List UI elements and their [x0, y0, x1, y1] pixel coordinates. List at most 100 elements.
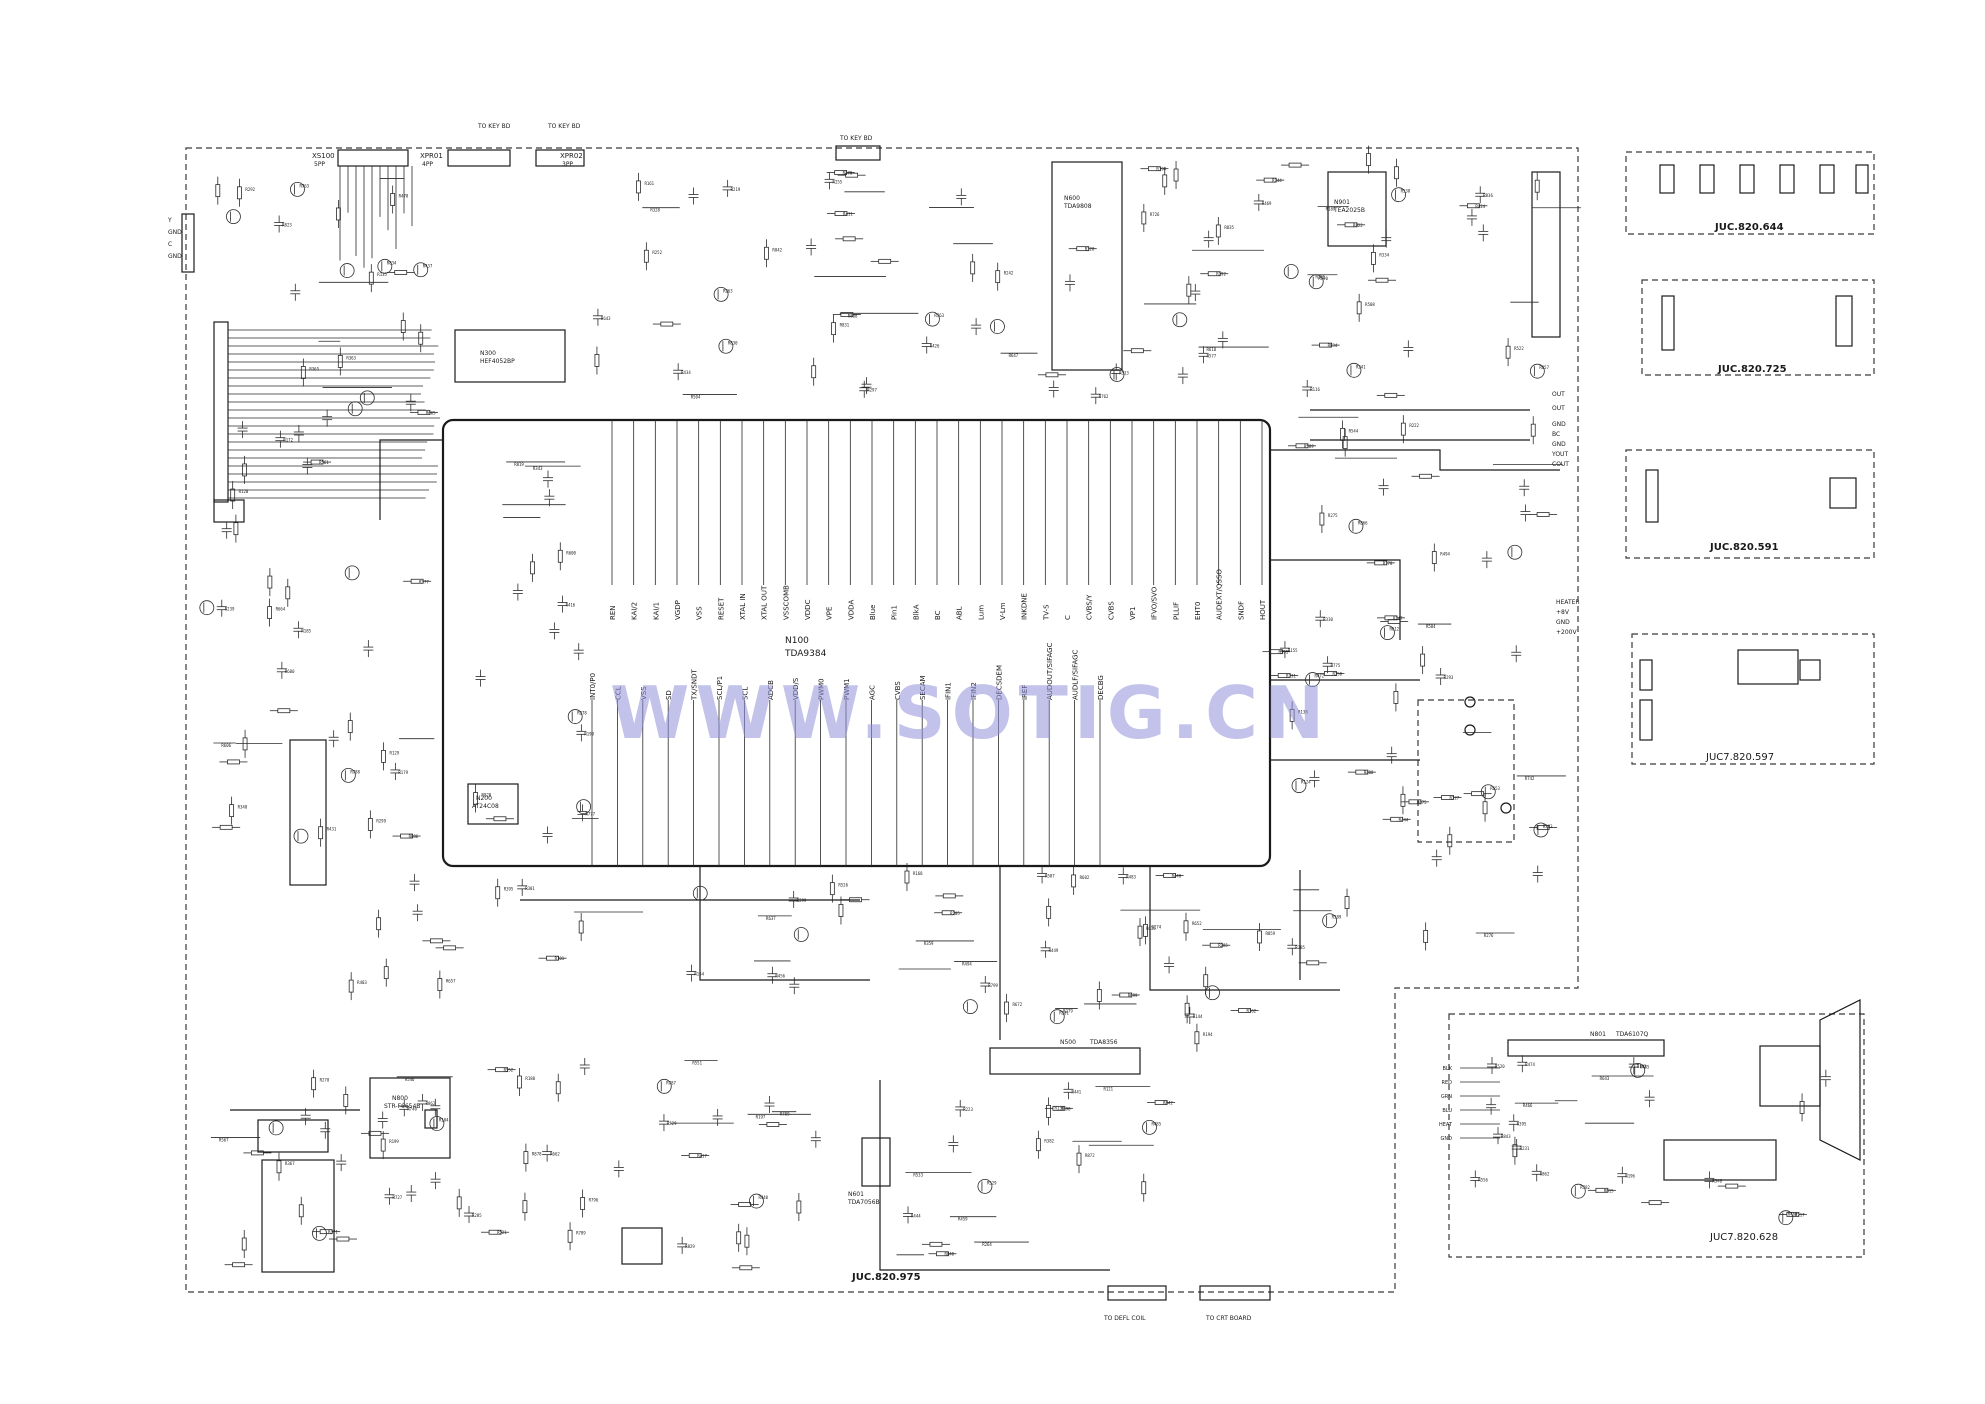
svg-text:R135: R135 — [377, 272, 387, 277]
svg-text:R709: R709 — [780, 1112, 790, 1117]
svg-text:R285: R285 — [1218, 943, 1228, 948]
svg-text:N500: N500 — [1060, 1039, 1076, 1046]
passive-components: R561R834R120R437R763R363R823R172R365R665… — [199, 153, 1831, 1271]
svg-text:R144: R144 — [1272, 178, 1282, 183]
main-ic-pin-top: VPE — [826, 607, 834, 620]
board-outline-628 — [1448, 1013, 1865, 1258]
svg-text:R788: R788 — [350, 769, 360, 774]
main-ic-pin-top: CVBS — [1107, 601, 1115, 620]
svg-text:R293: R293 — [1444, 675, 1454, 680]
svg-text:R653: R653 — [1490, 786, 1500, 791]
main-board-outline — [185, 147, 1579, 1293]
main-ic-pin-top: VSSCOMB — [782, 585, 790, 620]
svg-text:TO CRT BOARD: TO CRT BOARD — [1205, 1315, 1252, 1322]
svg-text:HEATER: HEATER — [1556, 599, 1580, 606]
svg-text:+8V: +8V — [1556, 609, 1570, 616]
svg-text:R799: R799 — [988, 983, 998, 988]
svg-text:BC: BC — [1552, 431, 1560, 438]
svg-text:R522: R522 — [1514, 346, 1524, 351]
svg-text:R121: R121 — [1103, 1086, 1113, 1091]
main-ic-pin-top: XTAL OUT — [761, 585, 769, 620]
svg-text:R328: R328 — [650, 208, 660, 213]
svg-text:R747: R747 — [1393, 616, 1403, 621]
n200-eeprom: N200 AT24C08 — [467, 783, 519, 825]
main-ic-pin-bottom: DECBG — [1097, 675, 1105, 700]
svg-text:R790: R790 — [1318, 276, 1328, 281]
svg-text:R796: R796 — [589, 1197, 599, 1202]
svg-text:YOUT: YOUT — [1551, 451, 1568, 458]
svg-text:R192: R192 — [1216, 272, 1226, 277]
watermark: WWW.SOTIG.CN — [610, 671, 1330, 755]
main-ic-part: TDA9384 — [784, 649, 827, 659]
svg-text:R129: R129 — [390, 750, 400, 755]
crt-pin-label: GRN — [1441, 1094, 1452, 1100]
svg-text:R205: R205 — [950, 911, 960, 916]
svg-text:R400: R400 — [1364, 770, 1374, 775]
svg-text:R255: R255 — [833, 179, 843, 184]
svg-text:R278: R278 — [320, 1078, 330, 1083]
svg-text:R546: R546 — [405, 1077, 415, 1082]
svg-text:R526: R526 — [838, 883, 848, 888]
svg-text:R727: R727 — [1450, 796, 1460, 801]
svg-text:R823: R823 — [282, 223, 292, 228]
svg-text:R417: R417 — [697, 1154, 707, 1159]
svg-text:R359: R359 — [924, 941, 934, 946]
svg-text:R529: R529 — [987, 1180, 997, 1185]
svg-text:R389: R389 — [1332, 915, 1342, 920]
svg-text:R494: R494 — [1440, 552, 1450, 557]
svg-text:R223: R223 — [963, 1107, 973, 1112]
svg-text:R815: R815 — [1604, 1188, 1614, 1193]
svg-text:R834: R834 — [387, 260, 397, 265]
main-ic-pin-bottom: SD — [665, 690, 673, 700]
svg-text:R664: R664 — [276, 607, 286, 612]
main-ic-pin-bottom: AUDLF/SIFAGC — [1072, 649, 1080, 700]
main-ic-pin-bottom: AUDOUT/SIFAGC — [1046, 642, 1054, 700]
main-ic-pin-bottom: INT0/P0 — [589, 673, 597, 700]
svg-text:R886: R886 — [409, 834, 419, 839]
svg-text:R834: R834 — [1328, 343, 1338, 348]
svg-text:R189: R189 — [1326, 207, 1336, 212]
svg-text:R878: R878 — [532, 1152, 542, 1157]
mains-transformer — [257, 1119, 335, 1273]
svg-text:TO DEFL COIL: TO DEFL COIL — [1103, 1315, 1146, 1322]
svg-text:R699: R699 — [1128, 993, 1138, 998]
svg-text:R785: R785 — [1640, 1064, 1650, 1069]
svg-text:GND: GND — [1552, 421, 1566, 428]
svg-text:R434: R434 — [681, 370, 691, 375]
main-ic-pin-top: V-Lm — [999, 602, 1007, 620]
svg-text:R155: R155 — [1288, 648, 1298, 653]
svg-text:R726: R726 — [1150, 212, 1160, 217]
svg-text:R567: R567 — [219, 1137, 229, 1142]
svg-text:R395: R395 — [504, 887, 514, 892]
svg-text:R263: R263 — [723, 288, 733, 293]
svg-text:R466: R466 — [1523, 1103, 1533, 1108]
main-ic-pin-top: HOUT — [1259, 599, 1267, 620]
svg-text:+200V: +200V — [1556, 629, 1577, 636]
svg-text:R217: R217 — [1795, 1212, 1805, 1217]
main-ic-pin-top: IFVO/SVO — [1151, 586, 1159, 620]
svg-text:R643: R643 — [1600, 1076, 1610, 1081]
svg-text:R449: R449 — [1049, 948, 1059, 953]
main-ic-pin-bottom: SECAM — [919, 675, 927, 700]
sub-board-725-parts — [1661, 295, 1853, 351]
svg-text:R822: R822 — [1353, 223, 1363, 228]
main-ic-pin-bottom: PWM1 — [843, 678, 851, 700]
svg-text:R636: R636 — [1146, 926, 1156, 931]
n901-audio-ic: N901 TEA2025B — [1327, 171, 1387, 247]
svg-text:R842: R842 — [772, 247, 782, 252]
board-outline-725 — [1641, 279, 1875, 376]
svg-text:R144: R144 — [1193, 1014, 1203, 1019]
svg-text:R330: R330 — [1323, 617, 1333, 622]
svg-text:R194: R194 — [1156, 167, 1166, 172]
n600-if-ic: N600 TDA9808 — [1051, 161, 1123, 371]
svg-text:R185: R185 — [1315, 275, 1325, 280]
crt-pin-label: RED — [1442, 1080, 1453, 1086]
xpr02-label: XPR02 — [560, 152, 583, 160]
tuner-block — [289, 739, 327, 886]
svg-text:R469: R469 — [1262, 201, 1272, 206]
svg-text:R275: R275 — [1328, 513, 1338, 518]
svg-text:HEF4052BP: HEF4052BP — [480, 358, 515, 365]
main-ic-pin-top: REN — [609, 605, 617, 620]
